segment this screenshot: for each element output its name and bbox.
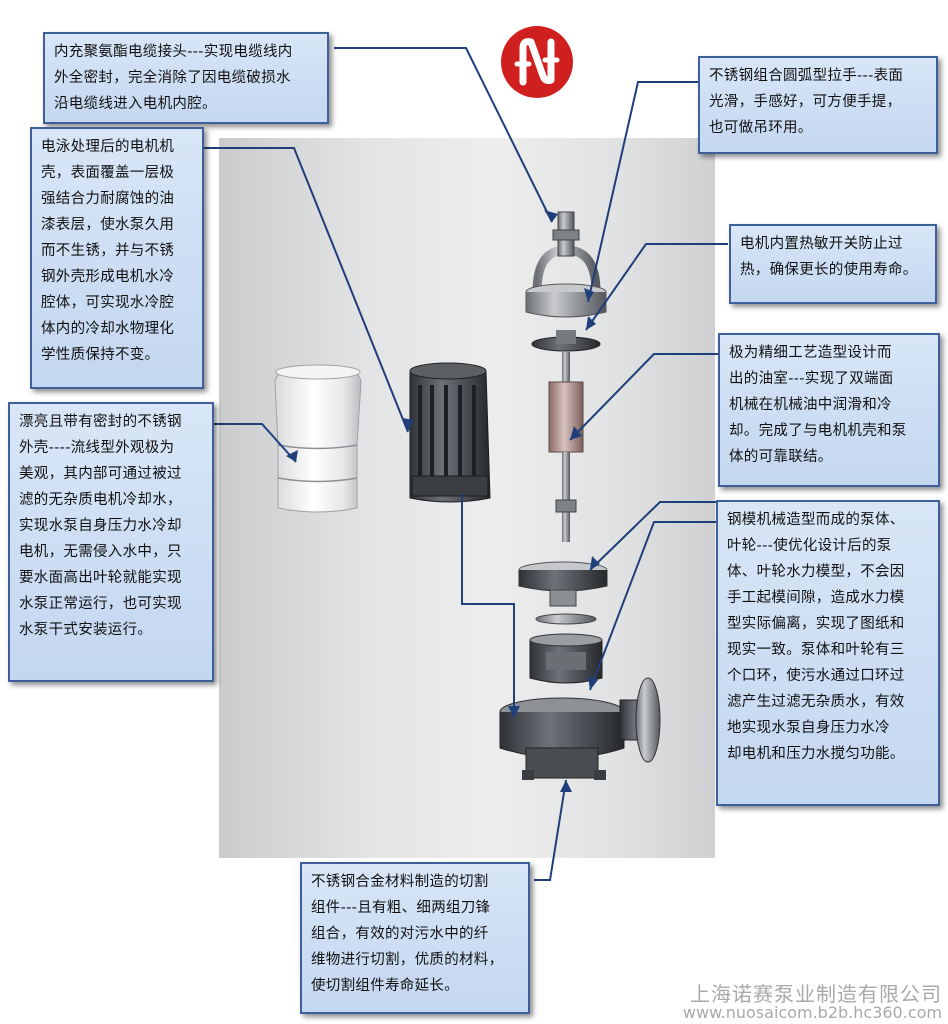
leader-lines	[198, 47, 728, 881]
callout-oil-chamber: 极为精细工艺造型设计而 出的油室---实现了双端面 机械在机械油中润滑和冷 却。…	[718, 333, 940, 487]
callout-cable-seal: 内充聚氨酯电缆接头---实现电缆线内 外全密封，完全消除了因电缆破损水 沿电缆线…	[43, 32, 329, 124]
oil-chamber	[518, 561, 608, 607]
company-logo-icon	[499, 24, 575, 100]
motor-top-cap	[525, 283, 607, 318]
pump-volute	[499, 677, 661, 780]
callout-handle: 不锈钢组合圆弧型拉手---表面 光滑，手感好，可方便手提， 也可做吊环用。	[698, 56, 938, 154]
leader-arrowheads	[286, 210, 600, 792]
callout-pump-body: 钢模机械造型而成的泵体、 叶轮---使优化设计后的泵 体、叶轮水力模型，不会因 …	[716, 500, 940, 806]
company-website: www.nuosaicom.b2b.hc360.com	[682, 1003, 942, 1022]
stainless-outer-shell	[274, 364, 362, 513]
impeller	[529, 633, 603, 684]
callout-cutter: 不锈钢合金材料制造的切割 组件---且有粗、细两组刀锋 组合，有效的对污水中的纤…	[300, 862, 530, 1014]
company-name: 上海诺赛泵业制造有限公司	[690, 982, 942, 1006]
mechanical-seal-ring	[535, 613, 597, 625]
lifting-handle	[532, 211, 601, 293]
callout-outer-shell: 漂亮且带有密封的不锈钢 外壳----流线型外观极为 美观，其内部可通过被过 滤的…	[8, 402, 214, 682]
bearing-plate	[531, 330, 601, 352]
rotor-shaft	[548, 352, 584, 542]
callout-thermal-switch: 电机内置热敏开关防止过 热，确保更长的使用寿命。	[729, 224, 937, 304]
motor-housing	[409, 362, 491, 503]
callout-motor-shell: 电泳处理后的电机机 壳，表面覆盖一层极 强结合力耐腐蚀的油 漆表层，使水泵久用 …	[30, 127, 204, 389]
